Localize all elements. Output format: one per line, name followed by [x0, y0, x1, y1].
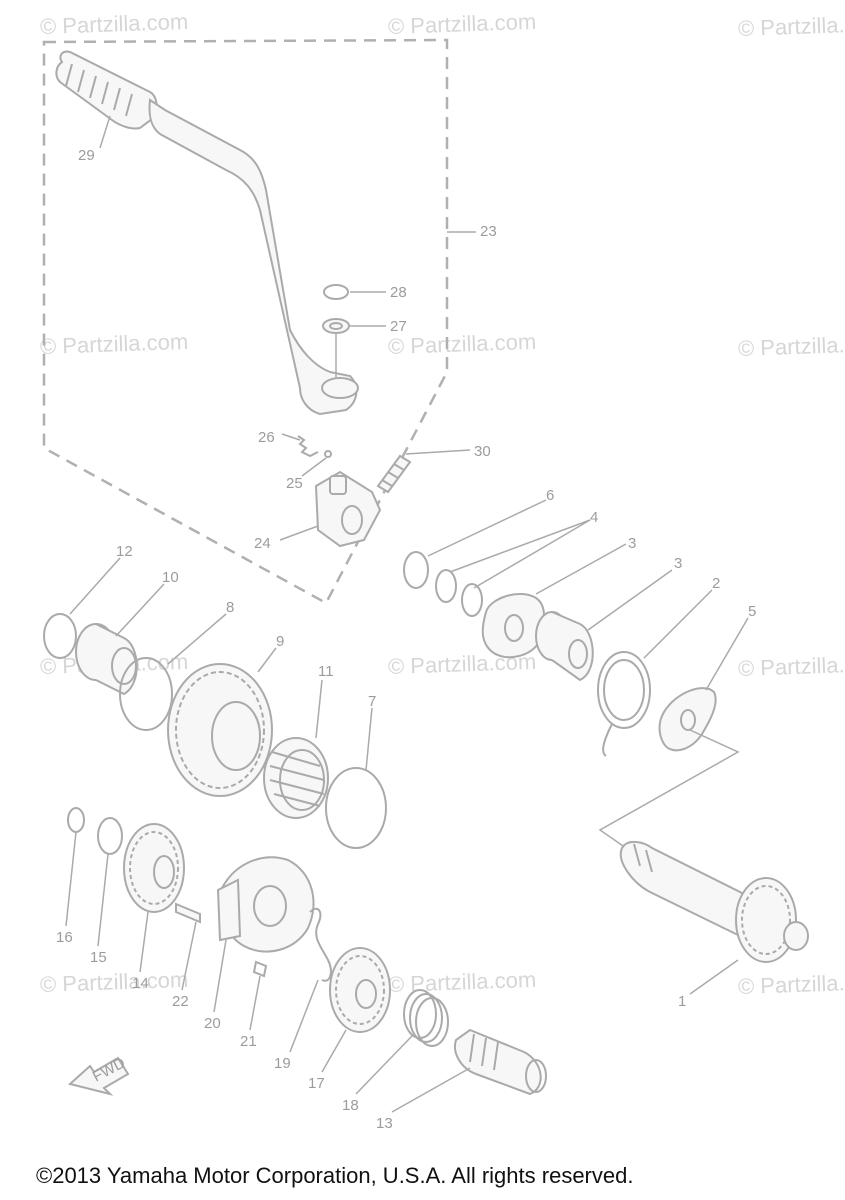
front-direction-arrow: FWD [67, 1054, 130, 1096]
bushing-10 [75, 623, 138, 696]
part-label-21: 21 [240, 1033, 257, 1050]
part-label-15: 15 [90, 949, 107, 966]
part-number-labels: 29 23 28 27 26 25 30 24 6 4 3 12 10 8 9 … [56, 147, 756, 1132]
part-label-29: 29 [78, 147, 95, 164]
ratchet-wheel-17 [329, 947, 391, 1033]
part-label-28: 28 [390, 284, 407, 301]
part-label-8: 8 [226, 599, 234, 616]
kick-crank [55, 50, 359, 416]
part-label-18: 18 [342, 1097, 359, 1114]
circlip-6 [403, 551, 429, 589]
part-label-3-plate: 3 [628, 535, 636, 552]
part-label-23: 23 [480, 223, 497, 240]
ball-25 [324, 450, 332, 458]
kick-axle-1 [619, 841, 809, 963]
kick-boss-24 [314, 470, 382, 548]
part-label-16: 16 [56, 929, 73, 946]
part-label-24: 24 [254, 535, 271, 552]
spring-plate-5 [658, 687, 717, 752]
kick-stopper-20 [216, 856, 315, 953]
idle-gear-9 [167, 663, 273, 797]
kick-crank-assembly-boundary [42, 38, 449, 605]
torsion-spring-2 [597, 651, 651, 757]
part-label-6: 6 [546, 487, 554, 504]
circlip-28 [323, 284, 349, 300]
shaft-13 [454, 1028, 547, 1096]
copyright-notice: ©2013 Yamaha Motor Corporation, U.S.A. A… [36, 1163, 634, 1188]
washer-8 [119, 657, 173, 731]
part-label-19: 19 [274, 1055, 291, 1072]
part-label-13: 13 [376, 1115, 393, 1132]
spring-19 [309, 907, 332, 982]
spring-18 [403, 989, 449, 1047]
pin-22 [175, 902, 201, 924]
washer-4a [435, 569, 457, 603]
part-label-12: 12 [116, 543, 133, 560]
part-label-14: 14 [132, 975, 149, 992]
washer-27 [322, 318, 350, 334]
washer-7 [325, 767, 387, 849]
part-label-30: 30 [474, 443, 491, 460]
part-label-9: 9 [276, 633, 284, 650]
pin-21 [252, 960, 268, 978]
part-label-25: 25 [286, 475, 303, 492]
part-label-4: 4 [590, 509, 598, 526]
needle-bearing-11 [263, 737, 329, 819]
kick-gear-14 [123, 823, 185, 913]
plate-3 [481, 593, 545, 659]
collar-3 [535, 611, 594, 682]
circlip-12 [43, 613, 77, 659]
part-label-2: 2 [712, 575, 720, 592]
spring-26 [297, 435, 319, 458]
part-label-26: 26 [258, 429, 275, 446]
part-label-17: 17 [308, 1075, 325, 1092]
part-label-27: 27 [390, 318, 407, 335]
part-label-20: 20 [204, 1015, 221, 1032]
part-label-3-collar: 3 [674, 555, 682, 572]
washer-4b [461, 583, 483, 617]
leader-lines [65, 115, 749, 1113]
part-label-11: 11 [318, 663, 334, 680]
part-label-7: 7 [368, 693, 376, 710]
part-label-22: 22 [172, 993, 189, 1010]
circlip-16 [67, 807, 85, 833]
washer-15 [97, 817, 123, 855]
part-label-5: 5 [748, 603, 756, 620]
exploded-view-drawing: FWD [42, 38, 809, 1132]
part-label-1: 1 [678, 993, 686, 1010]
part-label-10: 10 [162, 569, 179, 586]
bolt-30 [376, 454, 412, 494]
